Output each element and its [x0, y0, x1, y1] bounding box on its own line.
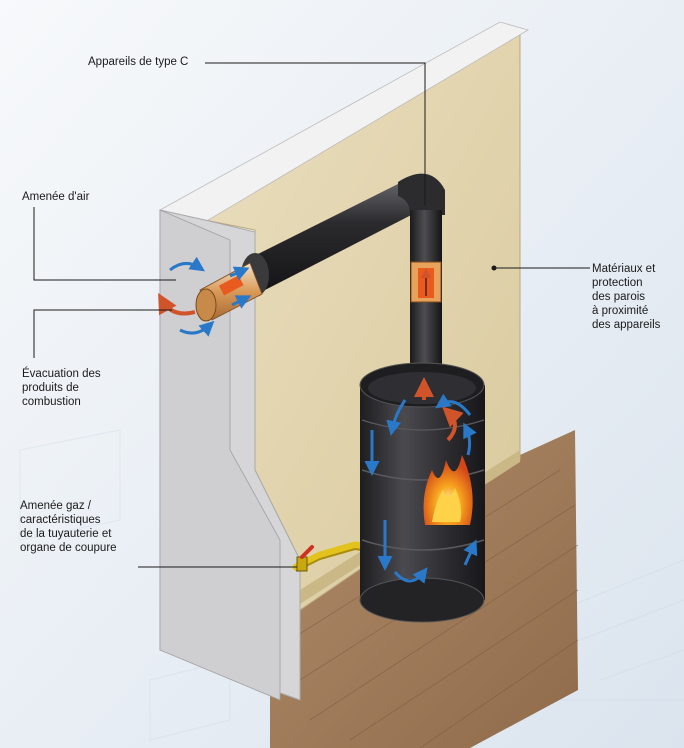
leader-air — [33, 207, 176, 281]
label-air-intake: Amenée d'air — [22, 191, 90, 203]
flue-elbow — [398, 173, 445, 215]
flue-cutaway — [410, 261, 442, 303]
label-gas-supply: Amenée gaz / caractéristiques de la tuya… — [20, 500, 117, 554]
label-exhaust: Évacuation des produits de combustion — [22, 368, 101, 408]
label-type-c-appliances: Appareils de type C — [88, 56, 189, 68]
horizontal-flue-pipe — [250, 178, 425, 290]
exhaust-arrow-icon — [158, 293, 464, 442]
leader-evac — [33, 309, 172, 358]
flame-icon — [423, 455, 473, 525]
leader-type-c — [205, 62, 426, 205]
gas-valve-icon — [296, 545, 314, 572]
airflow-arrow-icon — [169, 256, 478, 584]
leader-materials-dot — [491, 265, 497, 271]
leader-lines — [33, 62, 590, 568]
label-materials-protection: Matériaux et protection des parois à pro… — [592, 263, 661, 331]
